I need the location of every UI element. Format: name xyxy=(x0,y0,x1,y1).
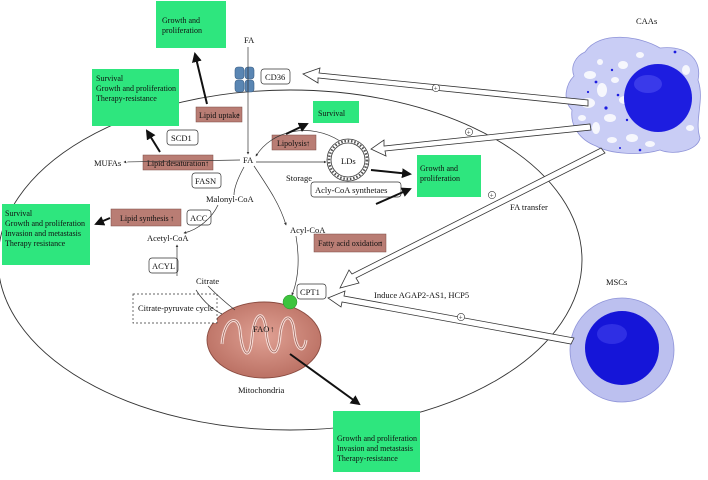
box-cd36: CD36 xyxy=(260,68,291,85)
svg-text:Growth and: Growth and xyxy=(420,164,458,173)
svg-text:↑: ↑ xyxy=(379,239,383,248)
svg-text:SCD1: SCD1 xyxy=(171,133,192,143)
msc-nucleus xyxy=(585,311,659,385)
box-scd1: SCD1 xyxy=(166,129,199,146)
svg-text:ACC: ACC xyxy=(190,213,208,223)
cell-membrane xyxy=(0,89,583,431)
svg-text:FASN: FASN xyxy=(195,176,216,186)
svg-text:+: + xyxy=(434,85,438,93)
box-cpt1: CPT1 xyxy=(296,283,327,300)
msc-cell xyxy=(569,297,675,403)
svg-text:Survival: Survival xyxy=(5,209,33,218)
acyl-coa-label: Acyl-CoA xyxy=(290,225,326,235)
green-box-top: Growth and proliferation xyxy=(156,1,226,48)
box-fasn: FASN xyxy=(191,172,222,189)
svg-text:Citrate-pyruvate cycle: Citrate-pyruvate cycle xyxy=(138,303,214,313)
svg-text:Lipid uptake: Lipid uptake xyxy=(199,111,240,120)
svg-text:Fatty acid oxidation: Fatty acid oxidation xyxy=(318,239,382,248)
svg-text:Invasion and metastasis: Invasion and metastasis xyxy=(337,444,413,453)
brown-box-lipid-uptake: Lipid uptake ↑ xyxy=(195,106,243,123)
mito-outer xyxy=(206,301,322,379)
box-acc: ACC xyxy=(186,209,212,226)
svg-text:Invasion and metastasis: Invasion and metastasis xyxy=(5,229,81,238)
caa-nucleus xyxy=(624,64,692,132)
box-acyl: ACYL xyxy=(148,257,179,274)
lds-label: LDs xyxy=(341,156,356,166)
mitochondria xyxy=(206,301,322,379)
svg-text:Growth and proliferation: Growth and proliferation xyxy=(96,84,176,93)
acetyl-coa-label: Acetyl-CoA xyxy=(147,233,189,243)
svg-text:Growth and proliferation: Growth and proliferation xyxy=(5,219,85,228)
caas-label: CAAs xyxy=(636,16,657,26)
svg-text:Lipolysis: Lipolysis xyxy=(277,139,307,148)
caa-cell xyxy=(565,36,701,154)
svg-text:Growth and proliferation: Growth and proliferation xyxy=(337,434,417,443)
svg-text:Therapy-resistance: Therapy-resistance xyxy=(337,454,398,463)
svg-text:↑: ↑ xyxy=(306,139,310,148)
malonyl-coa-label: Malonyl-CoA xyxy=(206,194,255,204)
svg-text:↑: ↑ xyxy=(170,214,174,223)
svg-text:↑: ↑ xyxy=(205,159,209,168)
lipid-droplet xyxy=(326,138,370,182)
hollow-arrows xyxy=(302,67,606,345)
cd36-transporter xyxy=(234,66,255,93)
svg-text:Growth and: Growth and xyxy=(162,16,200,25)
svg-text:CPT1: CPT1 xyxy=(300,287,320,297)
fao-label: FAO xyxy=(253,324,269,334)
fa-top-label: FA xyxy=(244,35,255,45)
brown-box-lipolysis: Lipolysis ↑ xyxy=(271,134,317,151)
svg-text:ACYL: ACYL xyxy=(152,261,175,271)
green-box-left-upper: Survival Growth and proliferation Therap… xyxy=(92,69,179,126)
green-box-bottom: Growth and proliferation Invasion and me… xyxy=(333,411,420,472)
fa-transfer-label: FA transfer xyxy=(510,202,548,212)
fa-center-label: FA xyxy=(243,155,254,165)
mscs-label: MSCs xyxy=(606,277,627,287)
box-citrate-pyruvate-cycle: Citrate-pyruvate cycle xyxy=(132,293,218,324)
mufas-label: MUFAs xyxy=(94,158,121,168)
green-box-survival: Survival xyxy=(313,101,359,123)
svg-text:Therapy-resistance: Therapy-resistance xyxy=(96,94,157,103)
green-box-left-lower: Survival Growth and proliferation Invasi… xyxy=(2,204,90,265)
svg-text:+: + xyxy=(490,192,494,200)
green-box-center-right: Growth and proliferation xyxy=(417,155,481,197)
brown-box-lipid-synthesis: Lipid synthesis ↑ xyxy=(110,208,182,227)
induce-label: Induce AGAP2-AS1, HCP5 xyxy=(374,290,469,300)
brown-box-fatty-acid-oxidation: Fatty acid oxidation ↑ xyxy=(313,233,387,253)
plus-markers: + + + + xyxy=(432,84,496,322)
svg-text:↑: ↑ xyxy=(236,111,240,120)
svg-text:CD36: CD36 xyxy=(265,72,285,82)
msc-nucleus-highlight xyxy=(597,324,627,344)
svg-text:Lipid desaturation: Lipid desaturation xyxy=(147,159,205,168)
fao-up-arrow: ↑ xyxy=(270,324,274,334)
storage-label: Storage xyxy=(286,173,312,183)
svg-text:Therapy resistance: Therapy resistance xyxy=(5,239,66,248)
caa-dots xyxy=(586,50,677,152)
svg-text:proliferation: proliferation xyxy=(162,26,202,35)
brown-box-lipid-desaturation: Lipid desaturation ↑ xyxy=(142,154,214,171)
caa-nucleus-highlight xyxy=(634,75,662,93)
box-acyl-coa-synthetase: Acly-CoA synthetaes xyxy=(310,181,402,198)
cpt1-transporter xyxy=(282,294,298,310)
svg-text:Acly-CoA synthetaes: Acly-CoA synthetaes xyxy=(315,185,387,195)
svg-text:+: + xyxy=(459,314,463,322)
svg-text:proliferation: proliferation xyxy=(420,174,460,183)
svg-text:Survival: Survival xyxy=(96,74,124,83)
caa-vacuoles xyxy=(578,52,694,147)
mitochondria-label: Mitochondria xyxy=(238,385,284,395)
svg-text:+: + xyxy=(467,129,471,137)
svg-text:Lipid synthesis: Lipid synthesis xyxy=(120,214,169,223)
svg-text:Survival: Survival xyxy=(318,109,346,118)
citrate-label: Citrate xyxy=(196,276,219,286)
pathway-arrows xyxy=(123,47,341,315)
thick-arrows xyxy=(94,52,412,406)
